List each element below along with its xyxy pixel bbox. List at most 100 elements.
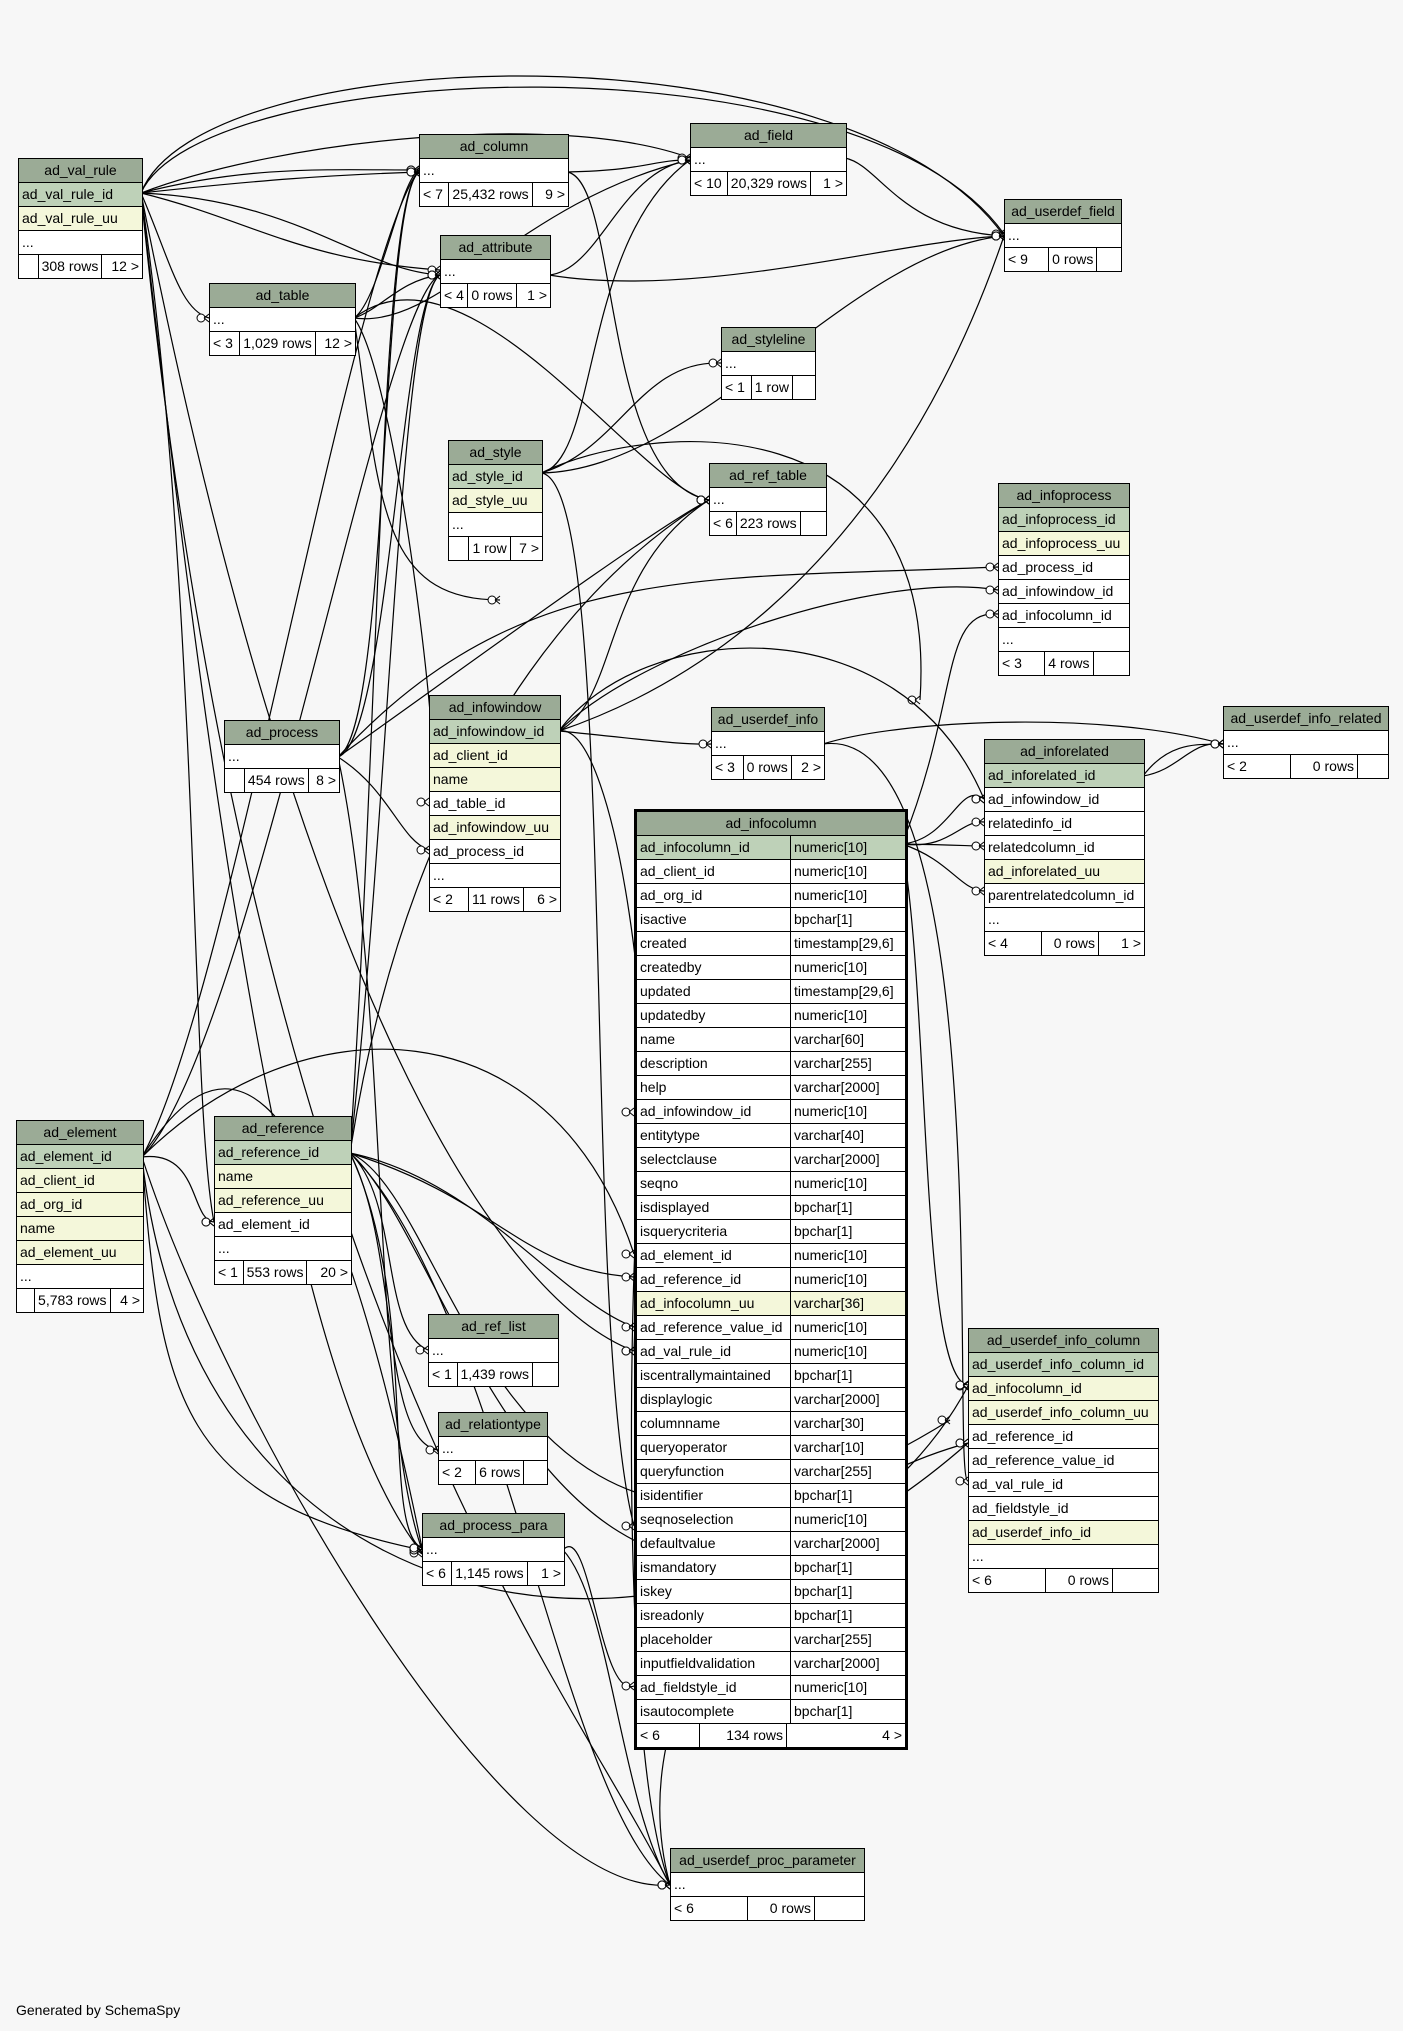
more-columns-row[interactable]: ... [985, 908, 1144, 932]
table-title[interactable]: ad_userdef_field [1005, 200, 1121, 224]
table-title[interactable]: ad_element [17, 1121, 143, 1145]
more-columns-row[interactable]: ... [969, 1545, 1158, 1569]
column-row[interactable]: ad_infoprocess_id [999, 508, 1129, 532]
column-row[interactable]: ad_infowindow_id [999, 580, 1129, 604]
more-columns-row[interactable]: ... [712, 732, 824, 756]
column-row[interactable]: ad_element_id [215, 1213, 351, 1237]
column-row[interactable]: ad_reference_id [969, 1425, 1158, 1449]
column-row[interactable]: ad_reference_id [215, 1141, 351, 1165]
table-title[interactable]: ad_field [691, 124, 846, 148]
column-row[interactable]: name [430, 768, 560, 792]
column-row[interactable]: ad_val_rule_uu [19, 207, 142, 231]
more-columns-row[interactable]: ... [429, 1339, 558, 1363]
column-row[interactable]: ad_table_id [430, 792, 560, 816]
column-row[interactable]: name [17, 1217, 143, 1241]
table-title[interactable]: ad_reference [215, 1117, 351, 1141]
more-columns-row[interactable]: ... [439, 1437, 547, 1461]
column-row[interactable]: ad_style_id [449, 465, 542, 489]
column-row[interactable]: ad_element_uu [17, 1241, 143, 1265]
more-columns-row[interactable]: ... [420, 159, 568, 183]
table-title[interactable]: ad_userdef_proc_parameter [671, 1849, 864, 1873]
column-row[interactable]: ad_reference_uu [215, 1189, 351, 1213]
column-row[interactable]: ad_userdef_info_id [969, 1521, 1158, 1545]
column-row[interactable]: ad_val_rule_id [969, 1473, 1158, 1497]
more-columns-row[interactable]: ... [710, 488, 826, 512]
more-columns-row[interactable]: ... [423, 1538, 564, 1562]
column-row[interactable]: ad_reference_value_id [969, 1449, 1158, 1473]
table-title[interactable]: ad_inforelated [985, 740, 1144, 764]
column-row[interactable]: ad_client_id [430, 744, 560, 768]
column-row[interactable]: ad_inforelated_uu [985, 860, 1144, 884]
more-columns-row[interactable]: ... [449, 513, 542, 537]
table-title[interactable]: ad_val_rule [19, 159, 142, 183]
column-row[interactable]: ad_infocolumn_id [969, 1377, 1158, 1401]
column-row[interactable]: ad_userdef_info_column_uu [969, 1401, 1158, 1425]
column-row[interactable]: ad_userdef_info_column_id [969, 1353, 1158, 1377]
more-columns-row[interactable]: ... [215, 1237, 351, 1261]
more-columns-row[interactable]: ... [430, 864, 560, 888]
column-row[interactable]: ad_process_id [999, 556, 1129, 580]
table-title[interactable]: ad_relationtype [439, 1413, 547, 1437]
table-title[interactable]: ad_infocolumn [637, 812, 905, 836]
more-columns-row[interactable]: ... [999, 628, 1129, 652]
table-title[interactable]: ad_process [225, 721, 339, 745]
column-row[interactable]: name [215, 1165, 351, 1189]
table-title[interactable]: ad_styleline [722, 328, 815, 352]
more-columns-row[interactable]: ... [1005, 224, 1121, 248]
table-title[interactable]: ad_column [420, 135, 568, 159]
table-title[interactable]: ad_userdef_info_column [969, 1329, 1158, 1353]
column-row[interactable]: relatedinfo_id [985, 812, 1144, 836]
more-columns-row[interactable]: ... [210, 308, 355, 332]
column-row[interactable]: ad_element_id [17, 1145, 143, 1169]
column-row[interactable]: ad_val_rule_id [19, 183, 142, 207]
table-title[interactable]: ad_ref_list [429, 1315, 558, 1339]
more-columns-row[interactable]: ... [1224, 731, 1388, 755]
table-title[interactable]: ad_attribute [441, 236, 550, 260]
table-title[interactable]: ad_infoprocess [999, 484, 1129, 508]
